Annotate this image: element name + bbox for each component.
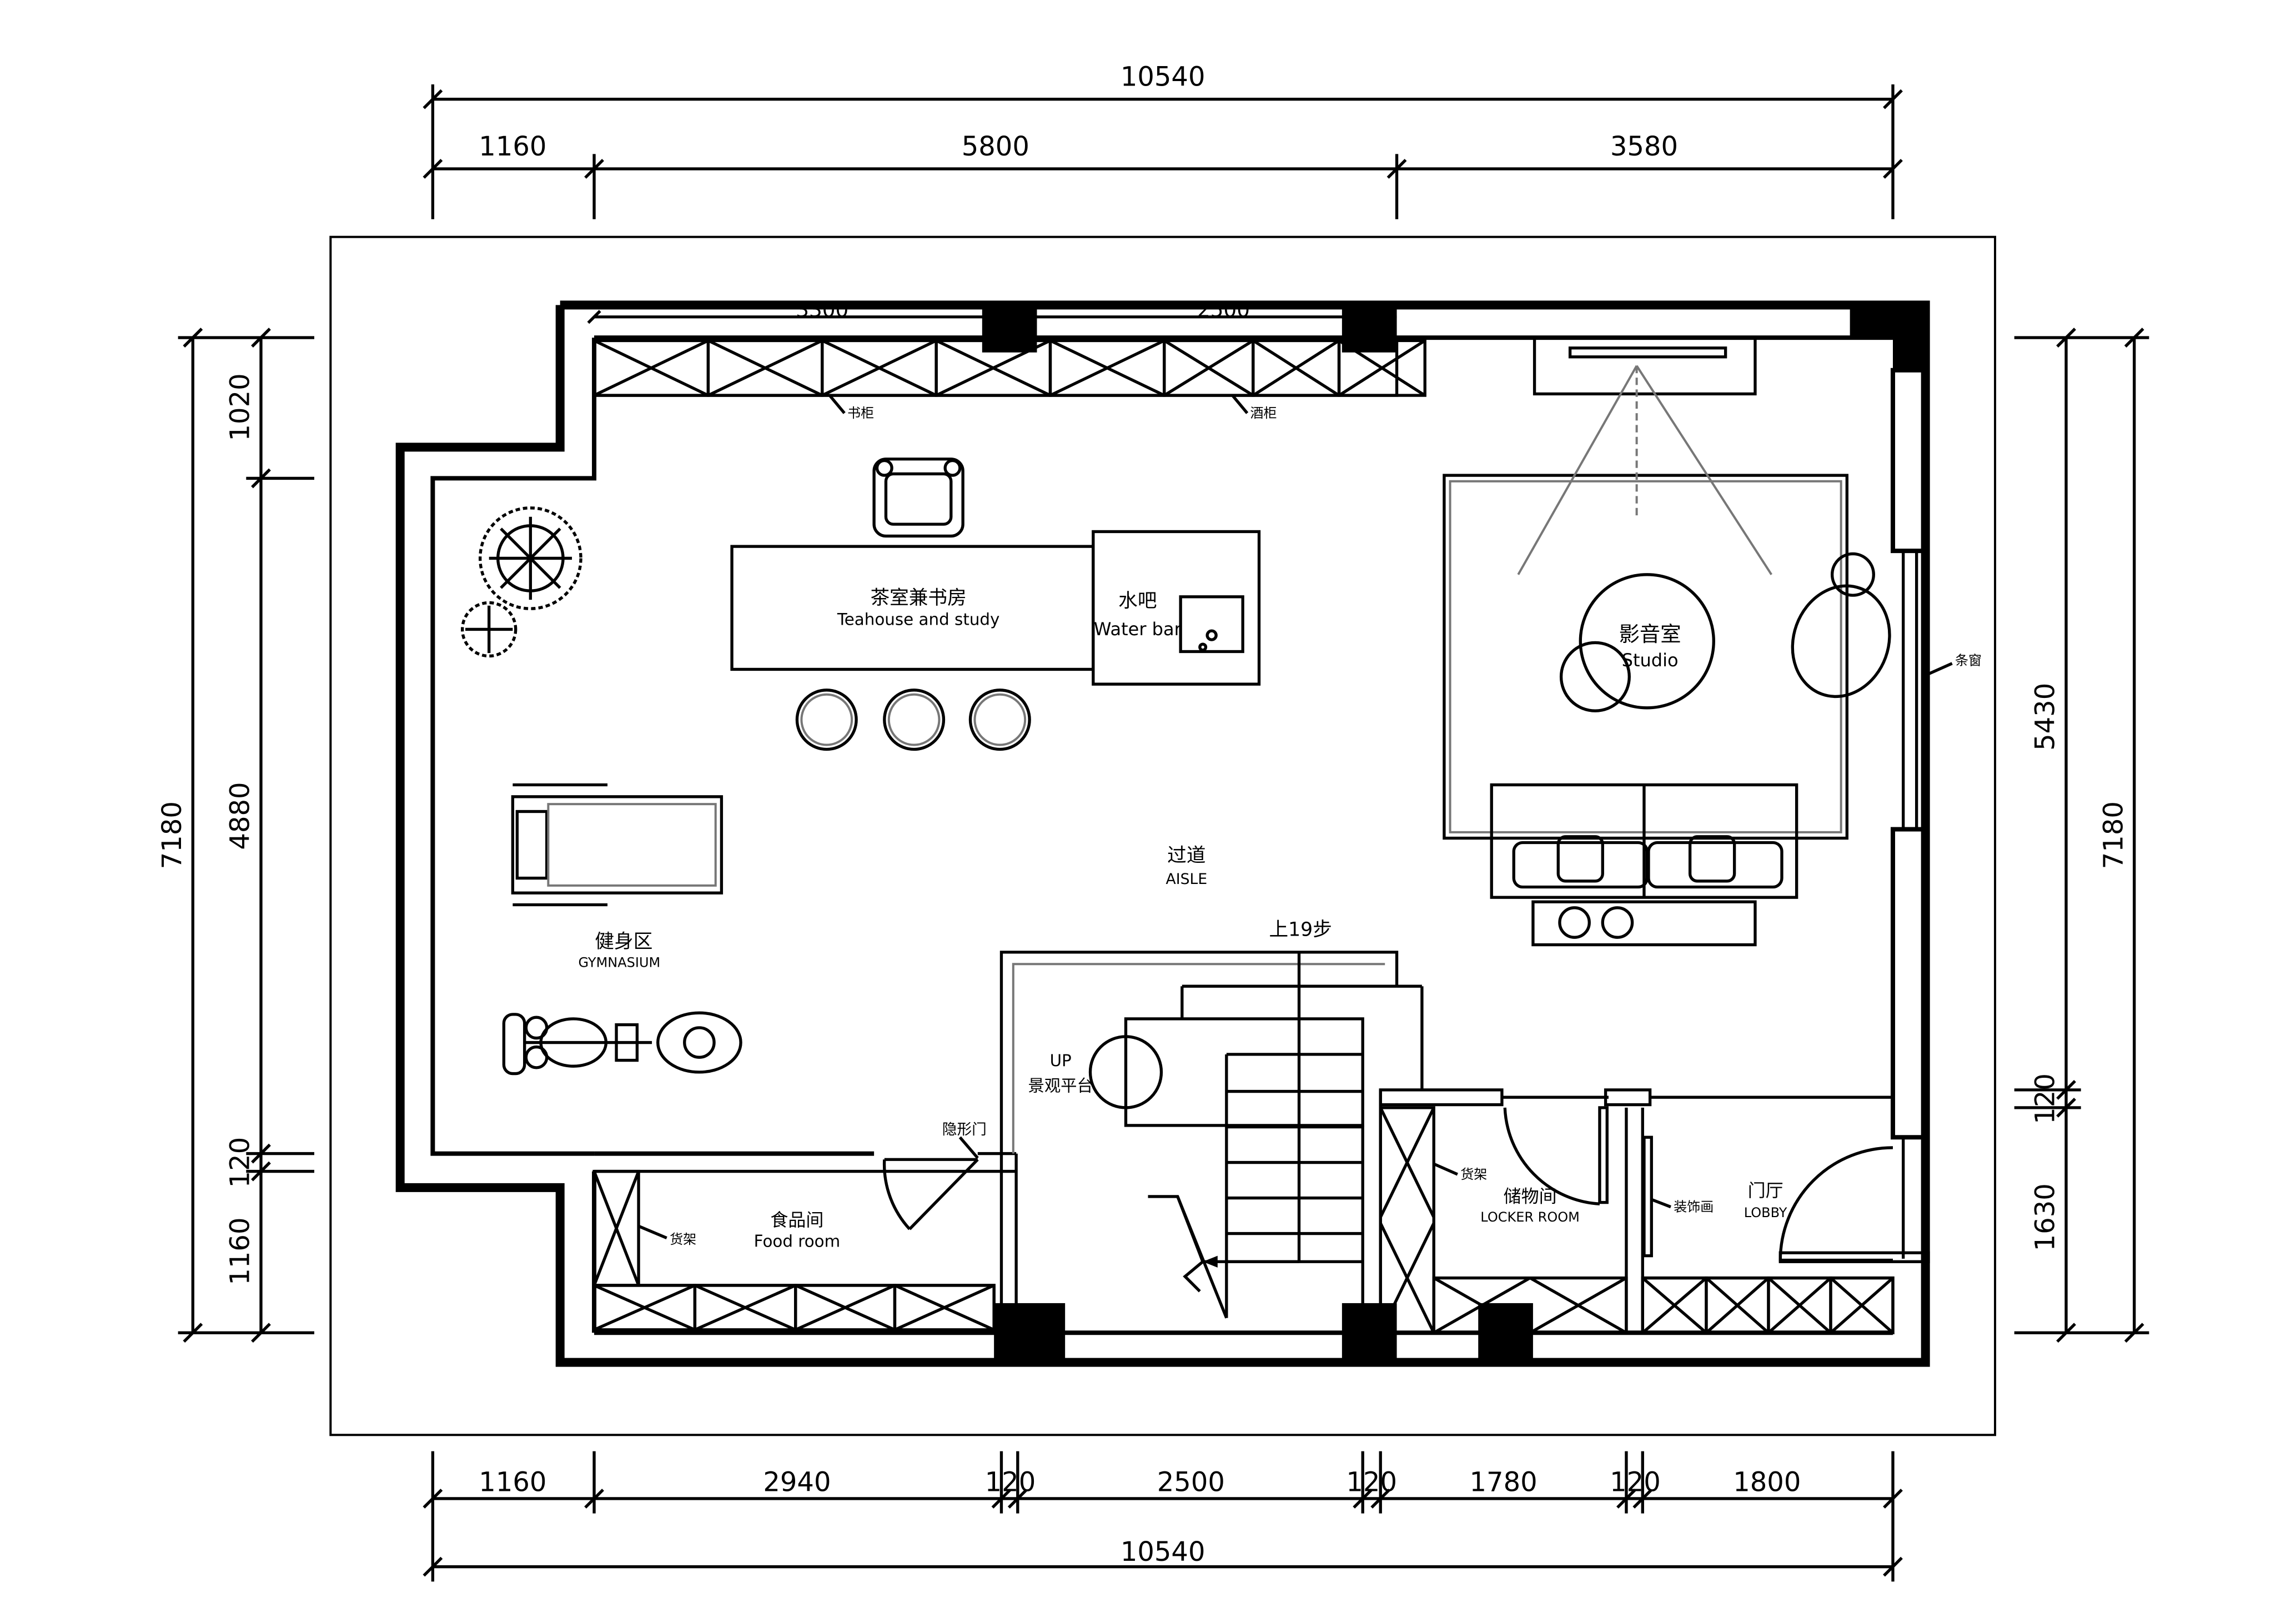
decor-label: 装饰画 [1674, 1199, 1714, 1215]
gymnasium-area: 健身区 GYMNASIUM [502, 783, 742, 1076]
stool-icon [968, 689, 1031, 751]
lobby-en: LOBBY [1744, 1205, 1787, 1220]
lounge-chair-icon [1791, 584, 1891, 699]
locker-door [1503, 1107, 1600, 1205]
bottom-dimensions: 1160 2940 120 2500 120 1780 120 1800 105… [423, 1451, 1903, 1582]
gym-en: GYMNASIUM [579, 955, 661, 971]
teahouse-cn: 茶室兼书房 [870, 587, 966, 609]
food-room-cn: 食品间 [770, 1209, 823, 1230]
dim-left-total: 7180 [157, 801, 188, 869]
stool-icon [795, 689, 858, 751]
dim-bottom-total: 10540 [1121, 1536, 1205, 1567]
aisle-en: AISLE [1165, 871, 1207, 888]
wine-cabinet-label: 酒柜 [1250, 405, 1277, 421]
projector-screen [1533, 336, 1757, 396]
dim-bottom-7: 120 [1610, 1467, 1661, 1498]
dim-top-1: 1160 [479, 131, 546, 162]
stairs-platform: 景观平台 [1028, 1077, 1093, 1096]
gym-cn: 健身区 [595, 931, 652, 953]
dim-left-4: 1160 [225, 1218, 256, 1285]
food-shelf-label: 货架 [670, 1232, 696, 1247]
cabinet-cell [1829, 1276, 1895, 1334]
tree-icon [461, 506, 582, 658]
studio-cn: 影音室 [1619, 622, 1681, 646]
water-bar-cn: 水吧 [1118, 590, 1157, 612]
coffee-table-icon [1531, 900, 1757, 947]
stool-icon [883, 689, 946, 751]
dim-right-total: 7180 [2098, 801, 2129, 869]
lobby: 门厅 LOBBY [1641, 1146, 1930, 1334]
dim-top-2: 5800 [962, 131, 1029, 162]
studio-en: Studio [1622, 650, 1679, 671]
dim-inner-3300: 3300 [796, 298, 848, 322]
teahouse-area: 茶室兼书房 Teahouse and study [730, 458, 1095, 751]
sink-icon [1179, 595, 1244, 654]
armchair-icon [872, 458, 964, 538]
dim-right-3: 1630 [2030, 1183, 2061, 1251]
locker-shelf-label: 货架 [1460, 1167, 1487, 1182]
strip-window-label: 条窗 [1955, 652, 1982, 668]
bookcase-label: 书柜 [847, 405, 874, 421]
right-dimensions: 5430 120 1630 7180 [2014, 328, 2149, 1343]
hidden-door [882, 1158, 979, 1230]
dim-left-3: 120 [225, 1137, 256, 1188]
staircase: 上19步 UP 景观平台 [999, 919, 1424, 1319]
dim-top-3: 3580 [1610, 131, 1678, 162]
locker-room-cn: 储物间 [1504, 1186, 1557, 1207]
dim-bottom-3: 120 [985, 1467, 1036, 1498]
dim-bottom-4: 2500 [1157, 1467, 1225, 1498]
dim-bottom-1: 1160 [479, 1467, 546, 1498]
dim-bottom-8: 1800 [1733, 1467, 1801, 1498]
locker-room-en: LOCKER ROOM [1480, 1209, 1580, 1225]
dim-bottom-6: 1780 [1469, 1467, 1537, 1498]
water-bar-en: Water bar [1094, 619, 1182, 640]
right-wall-windows [1890, 368, 1928, 1259]
top-cabinets [592, 339, 1426, 397]
stairs-up: UP [1050, 1051, 1072, 1070]
entry-door [1778, 1146, 1893, 1262]
hidden-door-label: 隐形门 [942, 1121, 987, 1138]
sofa-icon [1490, 783, 1798, 899]
treadmill-icon [511, 783, 724, 907]
locker-room: 货架 储物间 LOCKER ROOM 装饰画 [1379, 1088, 1893, 1334]
shelf-cell [893, 1284, 996, 1331]
dim-bottom-2: 2940 [763, 1467, 831, 1498]
stairs-note: 上19步 [1269, 919, 1332, 941]
top-dimensions: 10540 1160 5800 3580 [423, 62, 1903, 219]
landscape-planter [1088, 1035, 1163, 1109]
aisle-cn: 过道 [1167, 845, 1205, 867]
studio-area: 影音室 Studio [1443, 336, 1891, 947]
left-dimensions: 7180 1020 4880 120 1160 [157, 328, 314, 1343]
dim-right-1: 5430 [2030, 683, 2061, 751]
dim-bottom-5: 120 [1346, 1467, 1397, 1498]
columns [982, 305, 1926, 1363]
dim-left-2: 4880 [225, 782, 256, 850]
exercise-bike-icon [502, 1011, 742, 1076]
water-bar-area: 水吧 Water bar [1092, 530, 1261, 686]
teahouse-en: Teahouse and study [837, 610, 1000, 629]
dim-right-2: 120 [2030, 1073, 2061, 1124]
inner-top-dimension: 3300 2500 [587, 298, 1397, 324]
dim-top-total: 10540 [1121, 62, 1205, 93]
dim-left-1: 1020 [225, 373, 256, 441]
lobby-cn: 门厅 [1748, 1180, 1783, 1201]
round-table-icon [1579, 573, 1715, 710]
cabinet-cell [1337, 339, 1426, 397]
food-room-en: Food room [754, 1232, 841, 1251]
sheet-frame [329, 235, 1997, 1436]
dim-inner-2500: 2500 [1197, 298, 1250, 322]
food-room: 隐形门 货架 食品间 Food room [592, 1121, 996, 1331]
